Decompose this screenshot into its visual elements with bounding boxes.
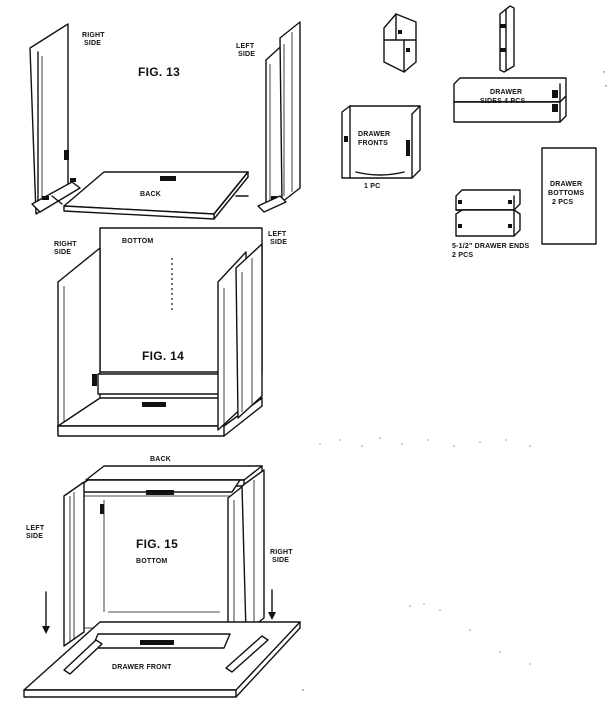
drawer-slide-part xyxy=(499,5,515,73)
drawer-bottoms-label-1: DRAWER xyxy=(550,181,582,188)
fig14-left-side-label-1: LEFT xyxy=(268,231,287,238)
drawer-sides-label-1: DRAWER xyxy=(490,89,522,96)
drawer-bottoms-part xyxy=(541,147,597,245)
fig14-title: FIG. 14 xyxy=(142,349,184,363)
fig13-left-side-panel xyxy=(257,21,301,213)
fig15-left-side-label-1: LEFT xyxy=(26,525,45,532)
fig13-back-panel xyxy=(51,171,249,220)
fig14-left-side-label-2: SIDE xyxy=(270,239,287,246)
fig13-title: FIG. 13 xyxy=(138,65,180,79)
fig15-left-side-panel xyxy=(63,481,104,647)
drawer-bottoms-label-3: 2 PCS xyxy=(552,199,573,206)
fig15-back-panel xyxy=(69,465,263,495)
drawer-sides-label-2: SIDES 4 PCS xyxy=(480,98,526,105)
drawer-sides-part xyxy=(453,77,567,123)
fig13-right-side-label-1: RIGHT xyxy=(82,32,105,39)
fig15-drawer-front-label: DRAWER FRONT xyxy=(112,664,172,671)
scan-noise xyxy=(302,71,607,691)
fig15-bottom-label: BOTTOM xyxy=(136,558,167,565)
fig15-right-side-panel xyxy=(227,469,265,647)
fig14-right-side-label-2: SIDE xyxy=(54,249,71,256)
fig15-right-side-label-2: SIDE xyxy=(272,557,289,564)
drawer-fronts-label-1: DRAWER xyxy=(358,131,390,138)
drawer-ends-part xyxy=(455,189,521,237)
fig13-back-label: BACK xyxy=(140,191,161,198)
fig13-left-side-label-2: SIDE xyxy=(238,51,255,58)
fig15-right-side-label-1: RIGHT xyxy=(270,549,293,556)
fig13-right-side-panel xyxy=(29,23,81,215)
fig14-right-side-label-1: RIGHT xyxy=(54,241,77,248)
fig15-back-label: BACK xyxy=(150,456,171,463)
fig15-left-side-label-2: SIDE xyxy=(26,533,43,540)
fig13-drawing xyxy=(29,21,301,220)
drawer-fronts-qty: 1 PC xyxy=(364,183,380,190)
fig15-drawer-front-panel xyxy=(23,621,301,698)
fig15-drawing xyxy=(23,465,301,698)
fig14-drawing xyxy=(57,227,263,437)
fig14-left-side-panel xyxy=(217,243,263,431)
drawer-bottoms-label-2: BOTTOMS xyxy=(548,190,584,197)
fig13-left-side-label-1: LEFT xyxy=(236,43,255,50)
fig14-bottom-label: BOTTOM xyxy=(122,238,153,245)
drawer-ends-label-1: 5-1/2" DRAWER ENDS xyxy=(452,243,529,250)
fig15-title: FIG. 15 xyxy=(136,537,178,551)
fig13-right-side-label-2: SIDE xyxy=(84,40,101,47)
drawer-ends-label-2: 2 PCS xyxy=(452,252,473,259)
drawer-fronts-label-2: FRONTS xyxy=(358,140,388,147)
corner-bracket-part xyxy=(383,13,417,73)
drawer-fronts-part xyxy=(341,105,421,179)
